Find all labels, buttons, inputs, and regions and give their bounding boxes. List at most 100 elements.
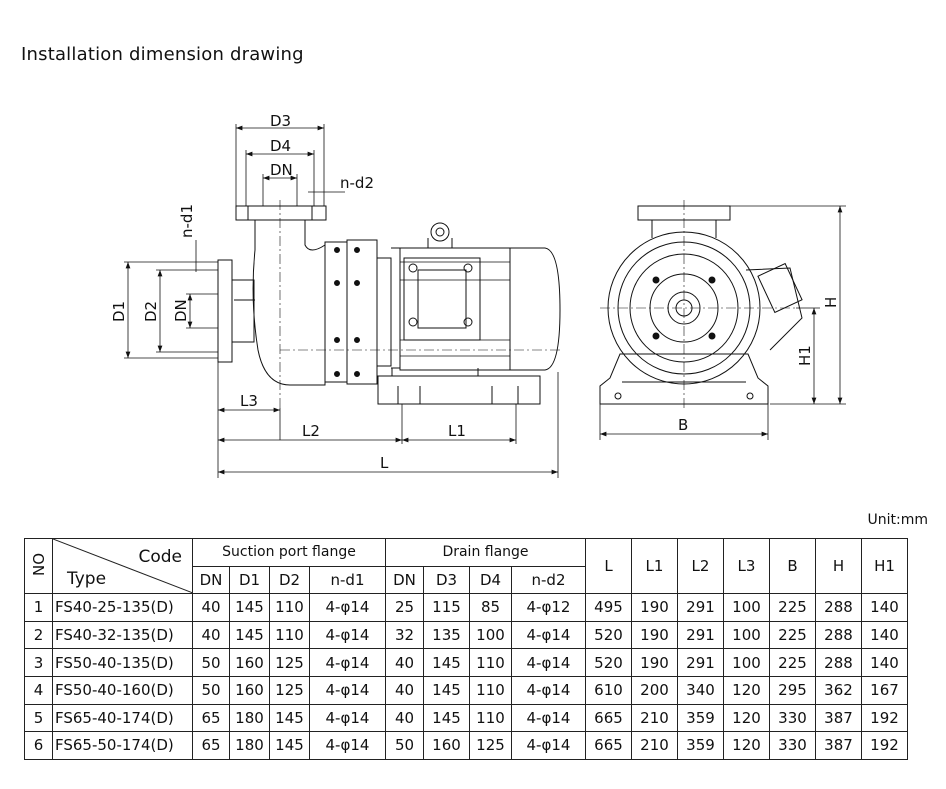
cell-l1: 190 <box>631 620 678 650</box>
header-drain: Drain flange <box>385 538 586 567</box>
cell-dn2: 32 <box>385 620 424 650</box>
cell-dn2: 40 <box>385 703 424 733</box>
cell-l2: 340 <box>677 675 724 705</box>
cell-dn1: 40 <box>192 620 230 650</box>
table-header-row: NO Code Type Suction port flange Drain f… <box>24 537 908 595</box>
cell-dn2: 25 <box>385 593 424 622</box>
header-h: H <box>815 537 862 595</box>
cell-no: 2 <box>24 620 53 650</box>
label-n-d1: n-d1 <box>178 204 196 238</box>
header-code-type: Code Type <box>52 537 193 595</box>
label-dn-side: DN <box>172 299 190 322</box>
label-d2: D2 <box>142 301 160 322</box>
subheader-dn1: DN <box>192 565 230 595</box>
cell-type: FS65-50-174(D) <box>52 731 193 760</box>
label-l2: L2 <box>302 422 320 440</box>
dimension-table: NO Code Type Suction port flange Drain f… <box>24 537 908 760</box>
subheader-nd1: n-d1 <box>309 565 386 595</box>
cell-h1: 140 <box>861 620 908 650</box>
cell-type: FS40-32-135(D) <box>52 620 193 650</box>
subheader-d3: D3 <box>423 565 470 595</box>
cell-l2: 291 <box>677 620 724 650</box>
cell-d2: 145 <box>269 731 310 760</box>
cell-d1: 180 <box>229 703 270 733</box>
cell-h1: 192 <box>861 703 908 733</box>
front-view <box>599 200 803 408</box>
cell-d1: 180 <box>229 731 270 760</box>
cell-l1: 190 <box>631 648 678 677</box>
side-view <box>217 200 561 408</box>
header-code: Code <box>138 547 182 568</box>
cell-d1: 145 <box>229 620 270 650</box>
cell-d2: 125 <box>269 675 310 705</box>
subheader-d4: D4 <box>469 565 512 595</box>
cell-d4: 110 <box>469 648 512 677</box>
cell-l3: 100 <box>723 593 770 622</box>
cell-l2: 291 <box>677 593 724 622</box>
cell-l: 665 <box>585 731 632 760</box>
cell-nd1: 4-φ14 <box>309 675 386 705</box>
cell-l1: 190 <box>631 593 678 622</box>
header-suction: Suction port flange <box>192 538 386 567</box>
cell-l1: 210 <box>631 731 678 760</box>
cell-l2: 359 <box>677 703 724 733</box>
header-no: NO <box>24 537 53 595</box>
cell-b: 225 <box>769 593 816 622</box>
side-dimensions <box>124 124 559 478</box>
cell-l2: 359 <box>677 731 724 760</box>
cell-nd1: 4-φ14 <box>309 620 386 650</box>
label-d3: D3 <box>270 112 291 130</box>
header-b: B <box>769 537 816 595</box>
label-h1: H1 <box>796 345 814 366</box>
cell-d1: 160 <box>229 648 270 677</box>
cell-h1: 192 <box>861 731 908 760</box>
cell-no: 3 <box>24 648 53 677</box>
header-l: L <box>585 537 632 595</box>
cell-no: 6 <box>24 731 53 760</box>
cell-h: 362 <box>815 675 862 705</box>
cell-nd2: 4-φ14 <box>511 703 586 733</box>
cell-nd2: 4-φ14 <box>511 675 586 705</box>
label-n-d2: n-d2 <box>340 174 374 192</box>
cell-type: FS50-40-135(D) <box>52 648 193 677</box>
cell-l: 610 <box>585 675 632 705</box>
cell-d4: 100 <box>469 620 512 650</box>
cell-nd1: 4-φ14 <box>309 703 386 733</box>
page-title: Installation dimension drawing <box>21 44 304 65</box>
cell-b: 225 <box>769 648 816 677</box>
cell-d3: 145 <box>423 675 470 705</box>
cell-dn1: 40 <box>192 593 230 622</box>
cell-l: 520 <box>585 648 632 677</box>
header-l3: L3 <box>723 537 770 595</box>
cell-l3: 120 <box>723 731 770 760</box>
cell-nd1: 4-φ14 <box>309 648 386 677</box>
cell-l: 495 <box>585 593 632 622</box>
cell-b: 295 <box>769 675 816 705</box>
table-subheader-row: DN D1 D2 n-d1 DN D3 D4 n-d2 <box>25 565 908 595</box>
cell-d4: 85 <box>469 593 512 622</box>
cell-b: 330 <box>769 703 816 733</box>
cell-d4: 110 <box>469 675 512 705</box>
cell-d1: 160 <box>229 675 270 705</box>
cell-type: FS50-40-160(D) <box>52 675 193 705</box>
cell-l1: 200 <box>631 675 678 705</box>
subheader-d2: D2 <box>269 565 310 595</box>
cell-d3: 115 <box>423 593 470 622</box>
subheader-nd2: n-d2 <box>511 565 586 595</box>
cell-d3: 135 <box>423 620 470 650</box>
cell-d2: 125 <box>269 648 310 677</box>
cell-dn1: 65 <box>192 731 230 760</box>
cell-nd2: 4-φ14 <box>511 620 586 650</box>
cell-l3: 100 <box>723 620 770 650</box>
cell-h1: 167 <box>861 675 908 705</box>
cell-h: 288 <box>815 593 862 622</box>
cell-type: FS65-40-174(D) <box>52 703 193 733</box>
cell-type: FS40-25-135(D) <box>52 593 193 622</box>
label-dn-top: DN <box>270 161 293 179</box>
unit-label: Unit:mm <box>867 512 929 528</box>
cell-h1: 140 <box>861 593 908 622</box>
